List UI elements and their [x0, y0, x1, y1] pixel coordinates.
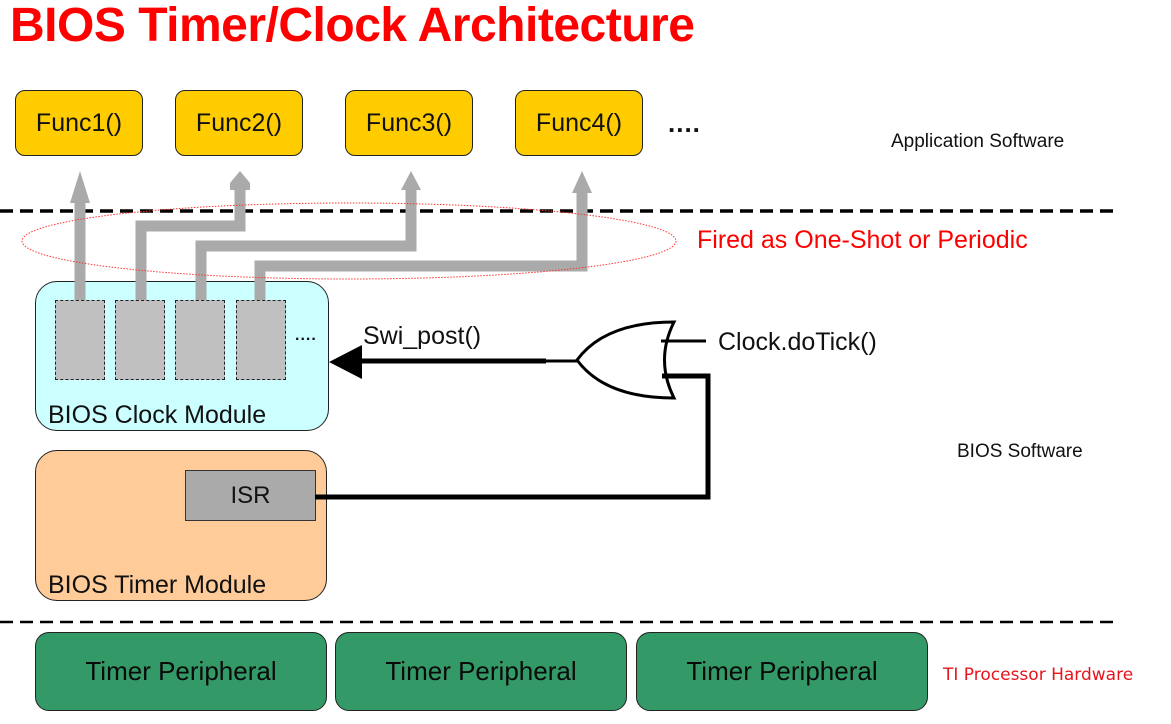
timer-module-label: BIOS Timer Module	[48, 571, 267, 599]
arrowhead-left-icon	[329, 345, 362, 379]
callback-arrowheads	[70, 171, 592, 203]
callback-arrow-3	[195, 190, 417, 300]
timer-peripheral-2: Timer Peripheral	[335, 632, 627, 711]
layer-label-application: Application Software	[891, 131, 1065, 152]
function-box-4: Func4()	[515, 90, 643, 156]
arrowhead-up-icon	[401, 171, 421, 190]
clock-slot-2	[115, 300, 165, 380]
clock-module-label: BIOS Clock Module	[48, 401, 267, 429]
swi-post-label: Swi_post()	[363, 322, 482, 350]
page-title: BIOS Timer/Clock Architecture	[10, 0, 695, 52]
arrowhead-up-icon	[572, 171, 592, 193]
timer-peripheral-1: Timer Peripheral	[35, 632, 327, 711]
isr-to-gate-line	[315, 373, 711, 500]
layer-label-hardware: TI Processor Hardware	[943, 665, 1134, 685]
arrowhead-up-icon	[230, 171, 250, 190]
or-gate-icon	[575, 320, 677, 400]
more-slots-ellipsis: ....	[295, 327, 317, 344]
clock-slot-3	[175, 300, 225, 380]
function-box-1: Func1()	[15, 90, 143, 156]
fired-note: Fired as One-Shot or Periodic	[697, 226, 1028, 254]
callback-arrows	[74, 190, 588, 300]
timer-peripheral-3: Timer Peripheral	[636, 632, 928, 711]
callback-arrow-2	[135, 190, 246, 300]
clock-dotick-label: Clock.doTick()	[718, 328, 877, 356]
function-box-3: Func3()	[345, 90, 473, 156]
layer-label-bios: BIOS Software	[957, 441, 1083, 462]
fired-group-ellipse	[21, 202, 677, 280]
clock-slot-4	[236, 300, 286, 380]
isr-box: ISR	[185, 470, 316, 521]
callback-arrow-4	[254, 190, 588, 300]
clock-slot-1	[55, 300, 105, 380]
arrowhead-up-icon	[70, 171, 90, 203]
more-functions-ellipsis: ....	[668, 108, 701, 138]
function-box-2: Func2()	[175, 90, 303, 156]
